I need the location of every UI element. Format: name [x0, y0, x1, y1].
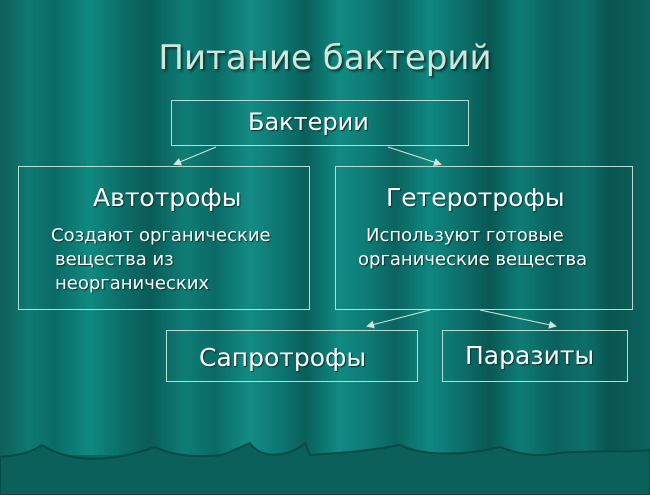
autotrophs-desc-line: вещества из: [55, 249, 174, 270]
autotrophs-description: Создают органические вещества из неорган…: [51, 224, 271, 296]
parasites-label: Паразиты: [465, 341, 595, 370]
arrow-to-heterotrophs: [387, 146, 442, 166]
root-box-bacteria: Бактерии: [171, 100, 469, 146]
saprotrophs-box: Сапротрофы: [166, 330, 418, 382]
curtain-bottom: [0, 441, 650, 495]
autotrophs-box: Автотрофы Создают органические вещества …: [18, 166, 310, 310]
heterotrophs-desc-line: Используют готовые: [366, 225, 564, 246]
slide-title: Питание бактерий: [158, 38, 492, 78]
autotrophs-desc-line: Создают органические: [51, 225, 271, 246]
arrow-to-parasites: [479, 309, 557, 329]
arrow-to-saprotrophs: [366, 309, 431, 329]
curtain-wave-decoration: [0, 441, 650, 495]
heterotrophs-label: Гетеротрофы: [386, 183, 565, 212]
heterotrophs-description: Используют готовые органические вещества: [358, 224, 587, 272]
saprotrophs-label: Сапротрофы: [199, 343, 367, 372]
heterotrophs-box: Гетеротрофы Используют готовые органичес…: [335, 166, 633, 310]
autotrophs-desc-line: неорганических: [55, 273, 210, 294]
root-label: Бактерии: [248, 108, 369, 136]
autotrophs-label: Автотрофы: [93, 183, 242, 212]
heterotrophs-desc-line: органические вещества: [358, 249, 588, 270]
parasites-box: Паразиты: [442, 330, 628, 382]
arrow-to-autotrophs: [173, 146, 217, 166]
